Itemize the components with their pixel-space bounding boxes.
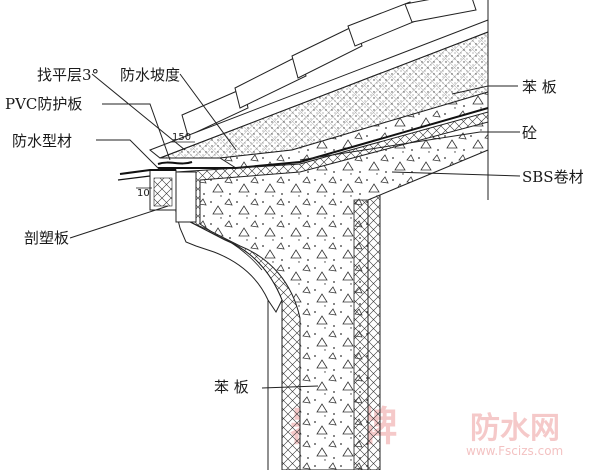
dimension-10: 10 (137, 188, 150, 199)
label-leveling-layer: 找平层3° (37, 66, 99, 84)
roof-tiles (181, 0, 477, 137)
label-molding-board: 剖塑板 (24, 229, 69, 247)
label-insulation-board-top: 苯 板 (522, 78, 557, 96)
leader-lines-right (261, 85, 521, 389)
drip-edge (119, 169, 176, 175)
watermark-url: www.Fscizs.com (466, 444, 563, 458)
pvc-board-edge (157, 161, 193, 165)
label-concrete: 砼 (522, 124, 537, 142)
label-insulation-board-bottom: 苯 板 (214, 378, 249, 396)
waterproof-profile-block (175, 171, 197, 223)
label-pvc-board: PVC防护板 (5, 95, 82, 113)
dimension-150: 150 (172, 132, 191, 143)
watermark-brand: 防水网 (470, 411, 560, 446)
label-waterproof-profile: 防水型材 (12, 132, 72, 150)
leader-lines-left (69, 73, 237, 239)
column-inner-strip (353, 199, 369, 471)
label-waterproof-slope: 防水坡度 (120, 66, 180, 84)
sbs-membrane (158, 107, 489, 169)
label-sbs-membrane: SBS卷材 (522, 168, 584, 186)
molding-profile (175, 210, 283, 313)
